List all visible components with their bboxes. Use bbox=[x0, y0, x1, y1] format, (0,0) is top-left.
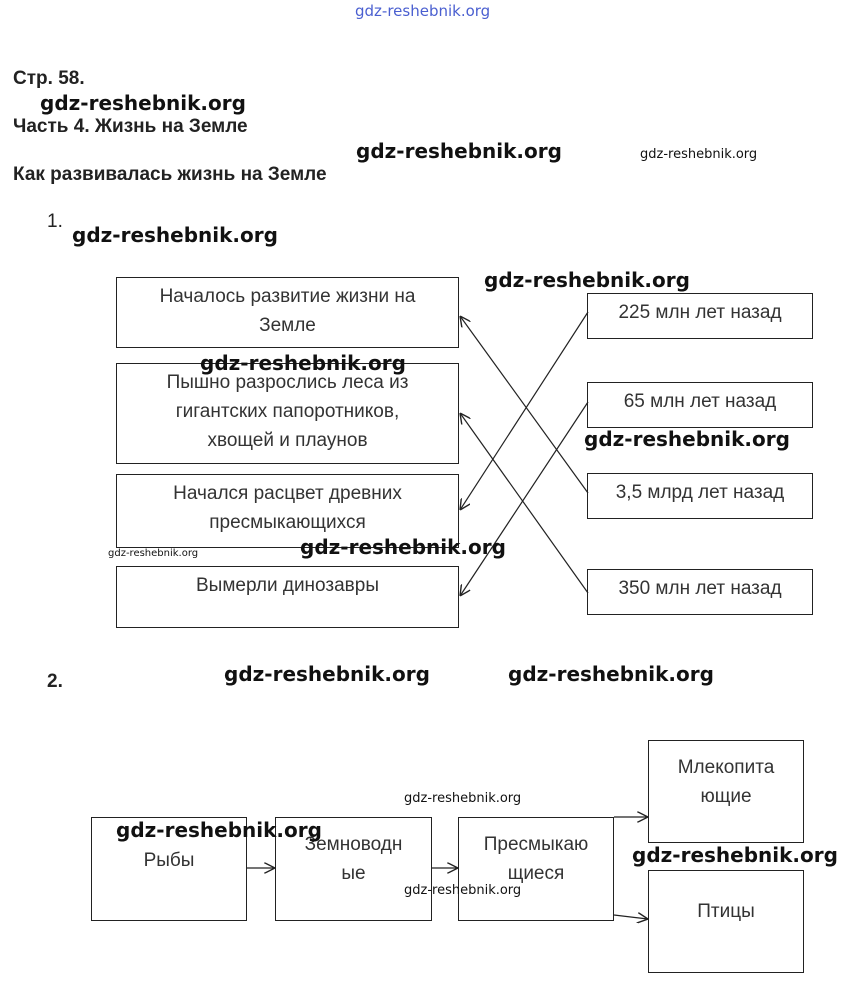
line-350-to-forests bbox=[460, 413, 589, 594]
time-box-225: 225 млн лет назад bbox=[587, 293, 813, 339]
task-2-number: 2. bbox=[47, 671, 63, 692]
page-number: Стр. 58. bbox=[13, 68, 85, 89]
watermark: gdz-reshebnik.org bbox=[108, 548, 199, 559]
watermark: gdz-reshebnik.org bbox=[200, 351, 406, 375]
time-box-3-5: 3,5 млрд лет назад bbox=[587, 473, 813, 519]
time-box-65: 65 млн лет назад bbox=[587, 382, 813, 428]
watermark: gdz-reshebnik.org bbox=[484, 268, 690, 292]
watermark: gdz-reshebnik.org bbox=[72, 223, 278, 247]
line-3-5-to-life bbox=[460, 316, 589, 494]
time-box-350: 350 млн лет назад bbox=[587, 569, 813, 615]
chain-box-fish: Рыбы bbox=[91, 817, 247, 921]
task-1-number: 1. bbox=[47, 211, 63, 232]
watermark-top: gdz-reshebnik.org bbox=[355, 2, 491, 20]
chain-box-birds: Птицы bbox=[648, 870, 804, 973]
watermark: gdz-reshebnik.org bbox=[40, 91, 246, 115]
watermark: gdz-reshebnik.org bbox=[632, 843, 838, 867]
watermark: gdz-reshebnik.org bbox=[300, 535, 506, 559]
watermark: gdz-reshebnik.org bbox=[404, 883, 522, 898]
watermark: gdz-reshebnik.org bbox=[404, 791, 522, 806]
watermark: gdz-reshebnik.org bbox=[356, 139, 562, 163]
watermark: gdz-reshebnik.org bbox=[584, 427, 790, 451]
arrow-reptiles-birds bbox=[613, 915, 648, 919]
watermark: gdz-reshebnik.org bbox=[640, 147, 758, 162]
topic-title: Как развивалась жизнь на Земле bbox=[13, 164, 327, 185]
line-65-to-dinosaurs bbox=[460, 401, 589, 596]
part-title: Часть 4. Жизнь на Земле bbox=[13, 116, 248, 137]
watermark: gdz-reshebnik.org bbox=[116, 818, 322, 842]
watermark: gdz-reshebnik.org bbox=[224, 662, 430, 686]
event-box-dinosaurs: Вымерли динозавры bbox=[116, 566, 459, 628]
watermark: gdz-reshebnik.org bbox=[508, 662, 714, 686]
line-225-to-reptiles bbox=[460, 311, 589, 510]
